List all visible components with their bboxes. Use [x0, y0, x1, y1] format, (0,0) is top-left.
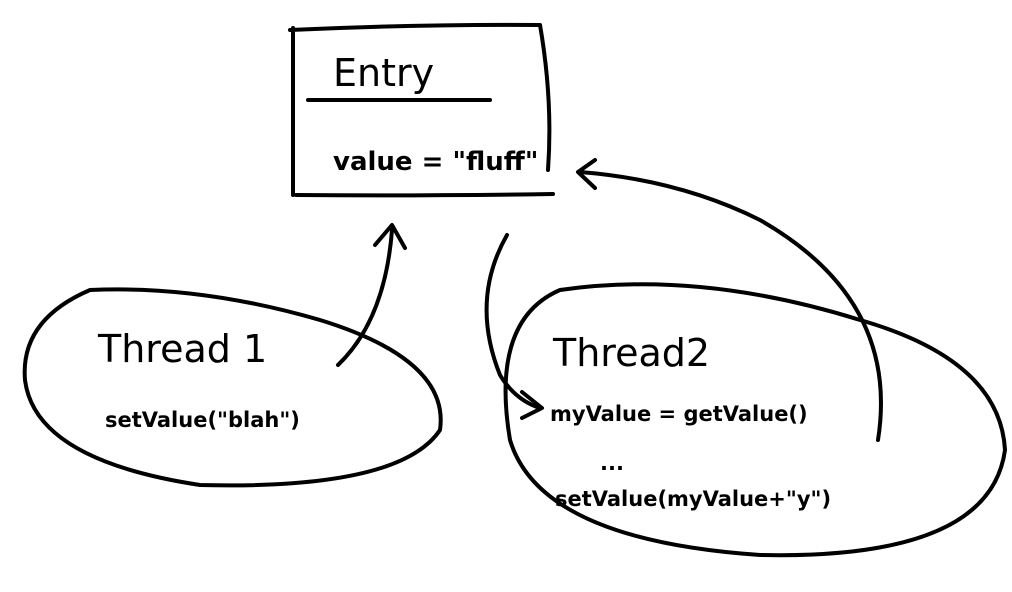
arrowhead-icon	[576, 158, 597, 190]
entry-box-outline	[288, 22, 555, 198]
arrow-thread1-to-entry	[336, 223, 407, 367]
thread2-line2: setValue(myValue+"y")	[555, 487, 831, 511]
entry-title: Entry	[333, 51, 434, 95]
thread2-line1: myValue = getValue()	[550, 402, 808, 426]
thread1-code: setValue("blah")	[105, 408, 300, 432]
arrow-thread2-to-entry	[576, 158, 883, 442]
arrow-line	[484, 233, 542, 410]
thread2-ellipse: Thread2 myValue = getValue() ... setValu…	[503, 282, 1007, 558]
thread2-title: Thread2	[552, 331, 710, 375]
arrowhead-icon	[520, 390, 544, 420]
thread2-outline	[503, 282, 1007, 558]
arrowhead-icon	[373, 223, 407, 250]
entry-box: Entry value = "fluff"	[288, 22, 555, 198]
arrow-line	[336, 228, 394, 367]
thread1-ellipse: Thread 1 setValue("blah")	[22, 287, 443, 488]
thread1-title: Thread 1	[97, 327, 267, 371]
thread2-ellipsis: ...	[600, 451, 624, 475]
entry-field: value = "fluff"	[333, 147, 538, 177]
arrow-entry-to-thread2	[484, 233, 544, 420]
arrow-line	[578, 170, 883, 442]
thread1-outline	[22, 287, 443, 488]
